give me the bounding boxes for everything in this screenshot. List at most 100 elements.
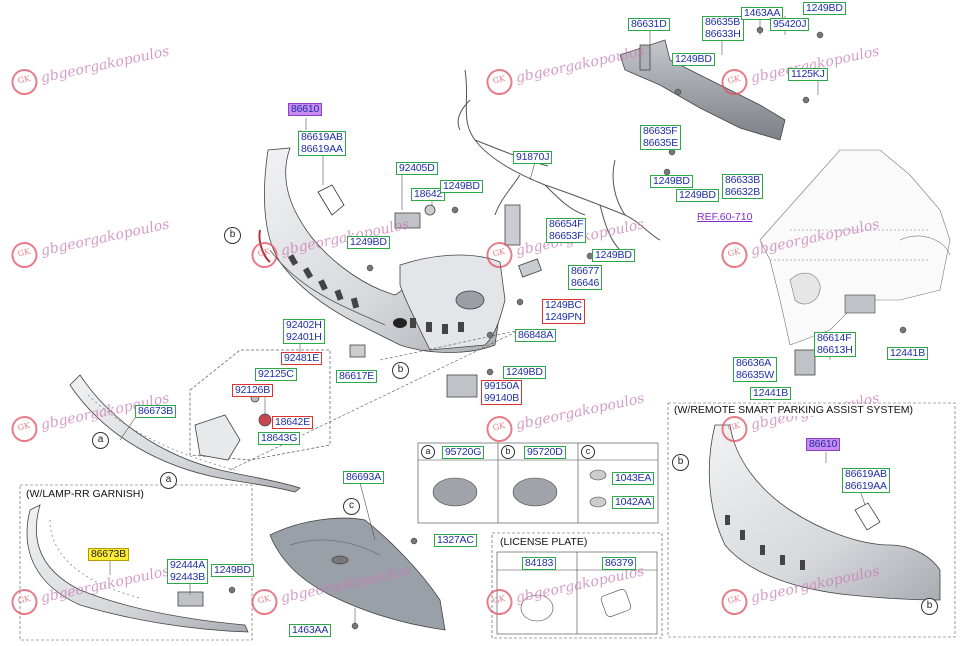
part-label-wiring[interactable]: 91870J (513, 151, 553, 164)
lamp-parts (349, 204, 816, 398)
part-number: 1249PN (545, 311, 582, 323)
part-label-bolt-d[interactable]: 1249BD (676, 189, 719, 202)
part-label-parking-cover[interactable]: 86619AB 86619AA (842, 468, 890, 493)
part-number: 99150A (484, 380, 520, 392)
part-label-reflector-b[interactable]: 92125C (255, 368, 297, 381)
lower-lip-main (69, 374, 301, 493)
license-plate-title: (LICENSE PLATE) (498, 536, 590, 548)
part-label-stay-small[interactable]: 86617E (336, 370, 378, 383)
part-label-bracket-j[interactable]: 95420J (770, 18, 810, 31)
legend-part-b[interactable]: 95720D (524, 446, 566, 459)
part-label-side-group-upper[interactable]: 86633B 86632B (722, 174, 764, 199)
part-label-clip[interactable]: 1463AA (741, 7, 784, 20)
lamp-garnish-title: (W/LAMP-RR GARNISH) (24, 488, 146, 500)
part-label-parking-bumper[interactable]: 86610 (806, 438, 841, 451)
part-label-under-clip[interactable]: 1327AC (434, 534, 477, 547)
part-label-reflector-c[interactable]: 92126B (232, 384, 274, 397)
legend-callout-c: c (581, 445, 595, 459)
part-label-clip-group[interactable]: 1249BC 1249PN (542, 299, 585, 324)
part-number: 86613H (817, 344, 853, 356)
under-cover (269, 517, 446, 631)
callout-b: b (392, 362, 409, 379)
part-label-garnish-bolt[interactable]: 12441B (750, 387, 792, 400)
body-panel (759, 149, 951, 346)
part-label-license-left[interactable]: 84183 (522, 557, 557, 570)
legend-part-c2[interactable]: 1042AA (612, 496, 655, 509)
legend-part-c1[interactable]: 1043EA (612, 472, 655, 485)
part-label-bolt-b[interactable]: 1125KJ (788, 68, 828, 81)
lamp-garnish-frame (19, 484, 253, 641)
part-number: 86635W (736, 369, 774, 381)
watermark-logo-icon: GK (9, 586, 40, 618)
reflector-assembly (189, 349, 331, 461)
watermark-logo-icon: GK (484, 66, 515, 98)
bumper-cover-piece (317, 184, 345, 216)
part-number: 86653F (549, 230, 584, 242)
watermark-logo-icon: GK (9, 413, 40, 445)
ref-link[interactable]: REF.60-710 (697, 211, 753, 223)
part-number: 86619AB (301, 131, 343, 143)
part-label-under-bolt[interactable]: 1463AA (289, 624, 332, 637)
callout-b: b (224, 227, 241, 244)
part-label-garnish-group[interactable]: 86636A 86635W (733, 357, 777, 382)
part-label-upper-bracket[interactable]: 86631D (628, 18, 670, 31)
part-number: 86635E (643, 137, 679, 149)
part-label-stay-group[interactable]: 86677 86646 (568, 265, 603, 290)
part-label-reflector-a[interactable]: 92481E (281, 352, 323, 365)
part-label-mid-group[interactable]: 86635F 86635E (640, 125, 682, 150)
watermark-logo-icon: GK (719, 66, 750, 98)
part-label-reflector-d[interactable]: 18642E (272, 416, 314, 429)
parking-assist-frame (667, 402, 956, 638)
part-number: 92444A (170, 559, 206, 571)
callout-b: b (672, 454, 689, 471)
part-label-lamp-bolt[interactable]: 1249BD (440, 180, 483, 193)
part-label-sensor-bolt[interactable]: 1249BD (503, 366, 546, 379)
part-number: 86619AA (845, 480, 887, 492)
part-label-bulb[interactable]: 18642 (411, 188, 446, 201)
part-label-reflector-group[interactable]: 92402H 92401H (283, 319, 325, 344)
part-label-side-group[interactable]: 86614F 86613H (814, 332, 856, 357)
legend-callout-a: a (421, 445, 435, 459)
part-label-reflector-e[interactable]: 18643G (258, 432, 301, 445)
watermark-logo-icon: GK (9, 66, 40, 98)
part-label-under-cover[interactable]: 86693A (343, 471, 385, 484)
part-label-bracket-group[interactable]: 86654F 86653F (546, 218, 587, 243)
callout-a: a (160, 472, 177, 489)
wiring-harness (457, 69, 661, 251)
part-number: 86633H (705, 28, 741, 40)
part-label-lower-lip[interactable]: 86673B (135, 405, 177, 418)
part-label-license-right[interactable]: 86379 (602, 557, 637, 570)
parking-assist-title: (W/REMOTE SMART PARKING ASSIST SYSTEM) (672, 404, 916, 416)
part-number: 86636A (736, 357, 772, 369)
part-number: 92401H (286, 331, 322, 343)
part-label-bolt-a[interactable]: 1249BD (672, 53, 715, 66)
part-number: 86677 (571, 265, 600, 277)
part-number: 86646 (571, 277, 600, 289)
watermark-logo-icon: GK (9, 239, 40, 271)
part-label-sensor-bracket[interactable]: 99150A 99140B (481, 380, 523, 405)
part-label-bracket-bolt[interactable]: 1249BD (592, 249, 635, 262)
part-number: 1249BC (545, 299, 582, 311)
part-label-garnish-bolt2[interactable]: 1249BD (211, 564, 254, 577)
part-label-left-bolt[interactable]: 1249BD (347, 236, 390, 249)
callout-b: b (921, 598, 938, 615)
part-number: 86614F (817, 332, 852, 344)
part-label-top-group[interactable]: 86635B 86633H (702, 16, 744, 41)
part-label-lamp[interactable]: 92405D (396, 162, 438, 175)
part-label-bolt-c[interactable]: 1249BD (650, 175, 693, 188)
part-label-cover[interactable]: 86619AB 86619AA (298, 131, 346, 156)
part-number: 86654F (549, 218, 584, 230)
rear-bumper-main (258, 147, 506, 353)
callout-c: c (343, 498, 360, 515)
part-label-bumper[interactable]: 86610 (288, 103, 323, 116)
legend-part-a[interactable]: 95720G (442, 446, 485, 459)
watermark-logo-icon: GK (719, 239, 750, 271)
part-label-garnish-lip[interactable]: 86673B (88, 548, 130, 561)
legend-callout-b: b (501, 445, 515, 459)
part-number: 92443B (170, 571, 206, 583)
part-label-lower-bolt[interactable]: 86848A (515, 329, 557, 342)
part-label-bolt-top[interactable]: 1249BD (803, 2, 846, 15)
part-label-garnish-group2[interactable]: 92444A 92443B (167, 559, 209, 584)
part-label-side-bolt[interactable]: 12441B (887, 347, 929, 360)
